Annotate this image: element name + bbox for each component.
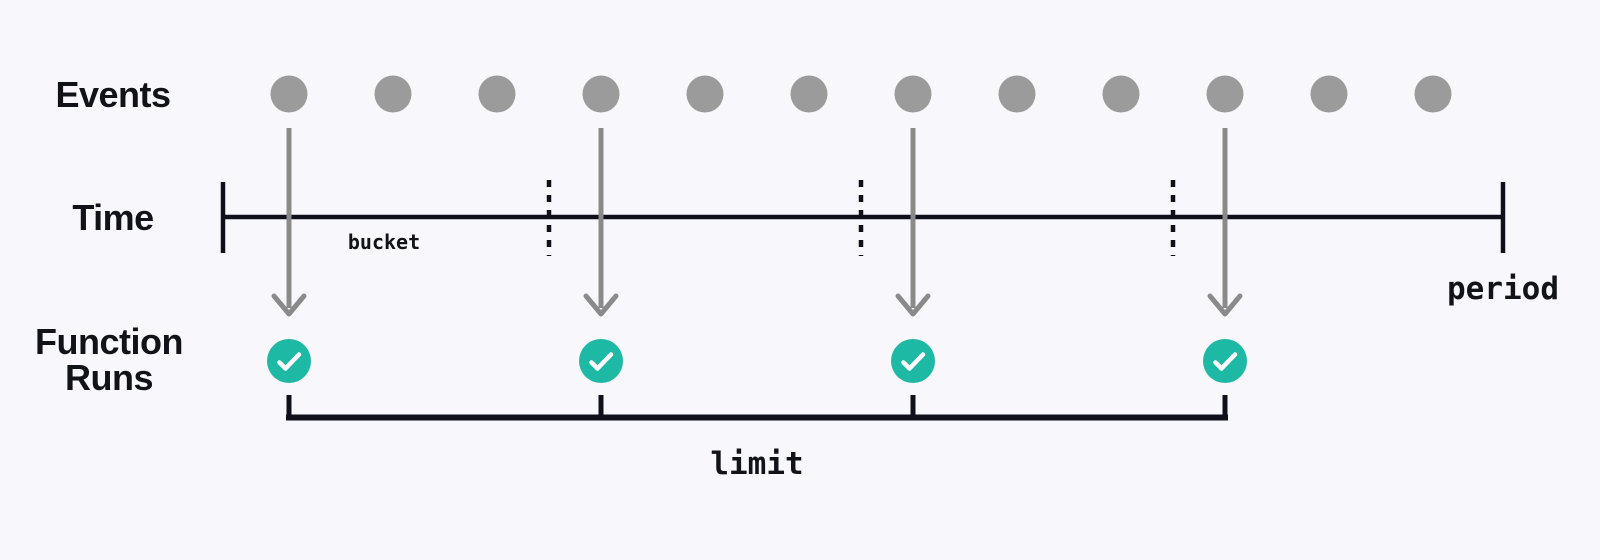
function-runs-label-line2: Runs — [65, 357, 153, 398]
event-dot — [894, 75, 932, 113]
event-dot — [1206, 75, 1244, 113]
check-icon — [589, 352, 614, 371]
check-icon — [277, 352, 302, 371]
period-annotation: period — [1447, 271, 1559, 307]
event-arrow-head — [895, 293, 931, 317]
event-dot — [1414, 75, 1452, 113]
event-dot — [1102, 75, 1140, 113]
events-row-label: Events — [55, 74, 171, 115]
time-row-label: Time — [72, 197, 154, 238]
event-dot — [998, 75, 1036, 113]
function-run-marker — [891, 339, 935, 383]
event-arrow-head — [583, 293, 619, 317]
function-runs-row-label: Function Runs — [35, 324, 183, 396]
limit-annotation: limit — [710, 446, 804, 482]
function-run-marker — [1203, 339, 1247, 383]
event-dot — [270, 75, 308, 113]
check-icon — [1213, 352, 1238, 371]
check-icon — [901, 352, 926, 371]
function-run-marker — [267, 339, 311, 383]
event-dot — [1310, 75, 1348, 113]
event-dot — [374, 75, 412, 113]
event-dot — [790, 75, 828, 113]
function-runs-label-line1: Function — [35, 321, 183, 362]
function-run-marker — [579, 339, 623, 383]
event-arrow-head — [1207, 293, 1243, 317]
event-dot — [686, 75, 724, 113]
event-dot — [478, 75, 516, 113]
bucket-annotation: bucket — [347, 230, 421, 254]
event-arrow-head — [271, 293, 307, 317]
event-dot — [582, 75, 620, 113]
